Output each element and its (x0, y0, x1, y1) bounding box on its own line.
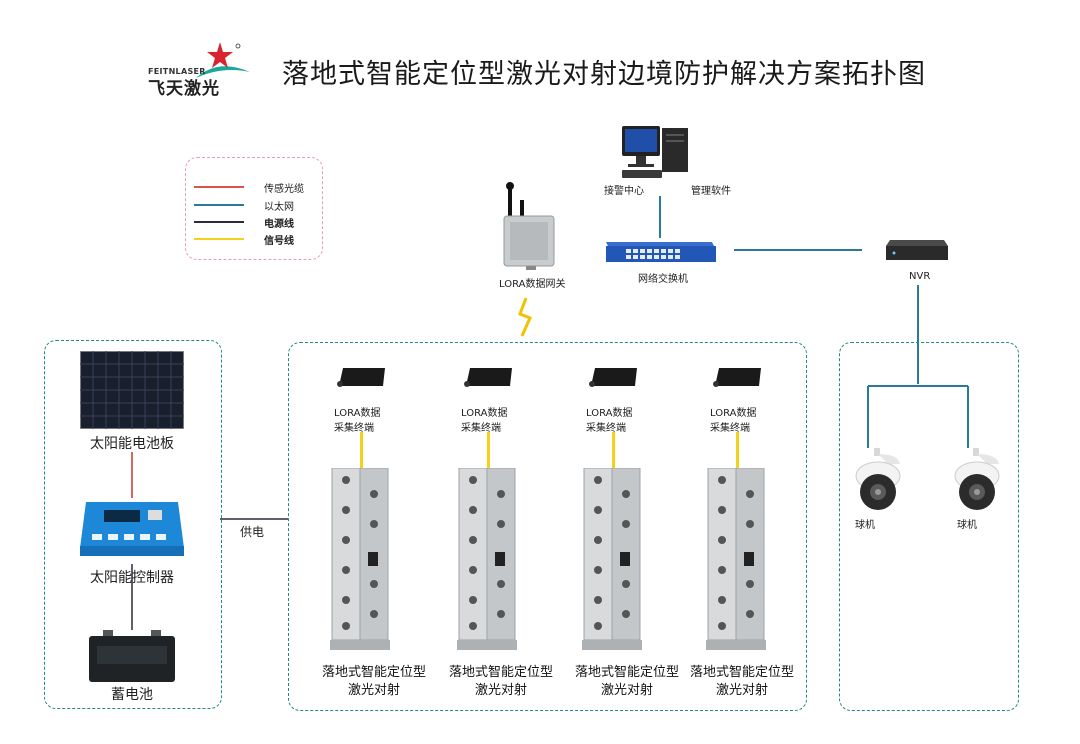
signal-line (736, 432, 739, 468)
brand-name-cn: 飞天激光 (148, 79, 220, 99)
lora-gateway-icon (503, 182, 555, 270)
computer-icon (622, 126, 688, 178)
software-label: 管理软件 (691, 186, 731, 197)
caption-line1: 落地式智能定位型 (574, 665, 679, 680)
brand-name-en: FEITNLASER (148, 67, 206, 76)
laser-post-icon (457, 468, 517, 650)
terminal-label-line2: 采集终端 (710, 423, 750, 434)
laser-caption-2: 落地式智能定位型 激光对射 (418, 664, 584, 700)
wireless-signal-icon (518, 297, 533, 337)
camera-label-2: 球机 (957, 520, 977, 531)
terminal-label-line1: LORA数据 (710, 408, 757, 419)
legend-swatch (194, 186, 244, 188)
lora-terminal-icon (337, 368, 385, 387)
caption-line1: 落地式智能定位型 (689, 665, 794, 680)
dome-camera-icon (855, 448, 901, 510)
laser-caption-1: 落地式智能定位型 激光对射 (291, 664, 457, 700)
legend-swatch (194, 221, 244, 223)
terminal-unit-2: LORA数据 采集终端 (457, 364, 537, 694)
page-title: 落地式智能定位型激光对射边境防护解决方案拓扑图 (282, 59, 926, 90)
lora-terminal-icon (713, 368, 761, 387)
laser-post-icon (330, 468, 390, 650)
nvr-icon (886, 240, 948, 260)
laser-post-icon (582, 468, 642, 650)
switch-label: 网络交换机 (638, 274, 688, 285)
legend-label: 电源线 (264, 219, 294, 230)
terminal-label-line1: LORA数据 (461, 408, 508, 419)
caption-line2: 激光对射 (347, 683, 400, 698)
signal-line (487, 432, 490, 468)
solar-controller-icon (80, 502, 184, 556)
terminal-unit-4: LORA数据 采集终端 (706, 364, 786, 694)
gateway-label: LORA数据网关 (499, 279, 566, 290)
legend-swatch (194, 238, 244, 240)
solar-panel-icon (80, 351, 184, 429)
solar-panel-label: 太阳能电池板 (90, 436, 174, 452)
caption-line1: 落地式智能定位型 (448, 665, 553, 680)
legend-label: 传感光缆 (264, 184, 304, 195)
terminal-label-line2: 采集终端 (586, 423, 626, 434)
legend-swatch (194, 204, 244, 206)
terminal-label-line2: 采集终端 (461, 423, 501, 434)
alarm-center-label: 接警中心 (604, 186, 644, 197)
laser-caption-4: 落地式智能定位型 激光对射 (659, 664, 825, 700)
caption-line2: 激光对射 (600, 683, 653, 698)
camera-label-1: 球机 (855, 520, 875, 531)
signal-line (360, 432, 363, 468)
battery-icon (89, 630, 175, 682)
brand-logo (196, 42, 250, 78)
network-switch-icon (606, 242, 716, 262)
power-group-box (44, 340, 222, 709)
caption-line2: 激光对射 (715, 683, 768, 698)
lora-terminal-icon (589, 368, 637, 387)
legend-box: 传感光缆 以太网 电源线 信号线 (185, 157, 323, 260)
laser-caption-3: 落地式智能定位型 激光对射 (544, 664, 710, 700)
signal-line (612, 432, 615, 468)
legend-item-ethernet: 以太网 (194, 198, 314, 213)
legend-label: 信号线 (264, 236, 294, 247)
lora-terminal-icon (464, 368, 512, 387)
logo-star-icon (207, 42, 233, 68)
laser-group-box (288, 342, 807, 711)
terminal-unit-3: LORA数据 采集终端 (582, 364, 662, 694)
nvr-label: NVR (909, 271, 931, 282)
battery-label: 蓄电池 (111, 687, 153, 703)
terminal-label-line2: 采集终端 (334, 423, 374, 434)
camera-group-box (839, 342, 1019, 711)
solar-controller-label: 太阳能控制器 (90, 570, 174, 586)
laser-post-icon (706, 468, 766, 650)
dome-camera-icon (954, 448, 1000, 510)
terminal-label-line1: LORA数据 (586, 408, 633, 419)
caption-line1: 落地式智能定位型 (321, 665, 426, 680)
legend-item-power-line: 电源线 (194, 215, 314, 230)
power-supply-label: 供电 (240, 525, 265, 539)
caption-line2: 激光对射 (474, 683, 527, 698)
terminal-unit-1: LORA数据 采集终端 (330, 364, 410, 694)
legend-item-signal-line: 信号线 (194, 232, 314, 247)
terminal-label-line1: LORA数据 (334, 408, 381, 419)
legend-item-sensing-cable: 传感光缆 (194, 180, 314, 195)
logo-swoosh (196, 66, 250, 78)
legend-label: 以太网 (264, 202, 294, 213)
